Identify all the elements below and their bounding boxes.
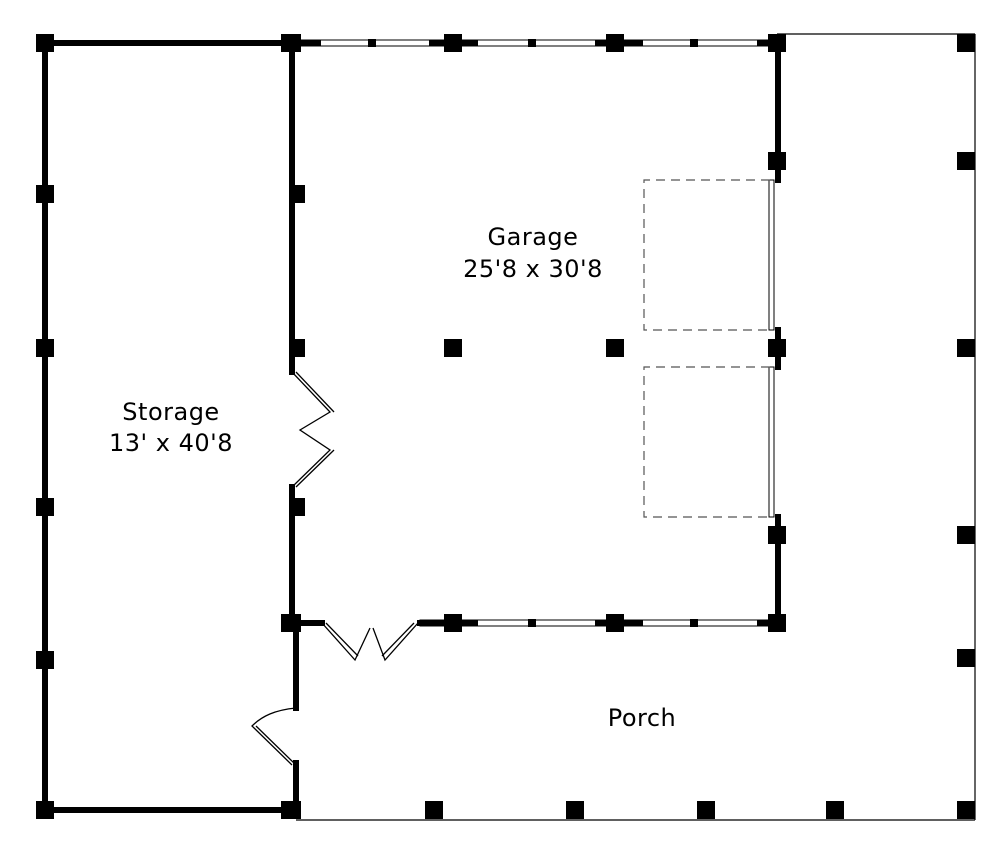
bifold-door-storage-garage	[291, 371, 335, 488]
garage-room-name: Garage	[488, 223, 579, 251]
garage-door-swings	[643, 179, 770, 518]
posts	[36, 34, 975, 819]
double-door-garage-porch	[321, 622, 419, 662]
storage-walls	[42, 40, 299, 813]
porch-room-name: Porch	[608, 704, 677, 732]
storage-door-porch	[251, 707, 297, 766]
storage-room-name: Storage	[122, 398, 219, 426]
porch-outline	[296, 33, 976, 821]
storage-room-size: 13' x 40'8	[109, 429, 233, 457]
garage-room-size: 25'8 x 30'8	[463, 255, 603, 283]
